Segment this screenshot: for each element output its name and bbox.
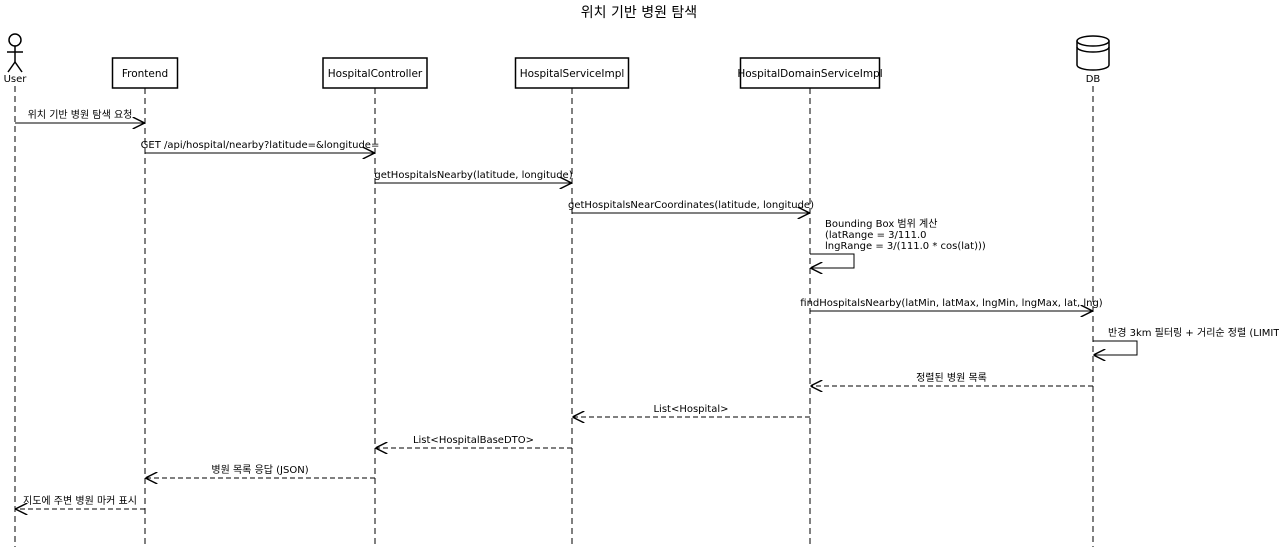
- self-message-arrow: [1093, 340, 1138, 355]
- participant-box: [739, 57, 881, 89]
- actor-icon: [7, 33, 23, 73]
- message-1: 위치 기반 병원 탐색 요청: [15, 108, 144, 123]
- participant-label: HospitalDomainServiceImpl: [737, 68, 882, 80]
- participant-db: DB: [1076, 35, 1110, 85]
- participant-label: HospitalServiceImpl: [520, 68, 625, 80]
- message-3: getHospitalsNearby(latitude, longitude): [374, 170, 573, 183]
- participant-label: User: [4, 74, 28, 85]
- message-label: Bounding Box 범위 계산: [825, 217, 937, 230]
- message-label: 병원 목록 응답 (JSON): [211, 464, 308, 476]
- participant-label: Frontend: [122, 68, 168, 80]
- message-label: 위치 기반 병원 탐색 요청: [28, 108, 133, 121]
- message-label: getHospitalsNearby(latitude, longitude): [374, 170, 572, 181]
- message-8: 정렬된 병원 목록: [811, 371, 1093, 386]
- message-label: List<HospitalBaseDTO>: [413, 435, 534, 446]
- lifelines: [14, 86, 1094, 547]
- message-label: getHospitalsNearCoordinates(latitude, lo…: [568, 200, 814, 211]
- participant-label: DB: [1086, 74, 1101, 85]
- database-icon: [1076, 35, 1110, 71]
- message-label: GET /api/hospital/nearby?latitude=&longi…: [141, 140, 380, 151]
- participant-box: [514, 57, 630, 89]
- message-label: 지도에 주변 병원 마커 표시: [23, 495, 137, 507]
- participant-box: [111, 57, 179, 89]
- message-5: Bounding Box 범위 계산(latRange = 3/111.0lng…: [810, 217, 986, 268]
- participant-frontend: Frontend: [111, 57, 179, 89]
- diagram-title: 위치 기반 병원 탐색: [581, 5, 697, 21]
- message-10: List<HospitalBaseDTO>: [376, 435, 572, 448]
- message-2: GET /api/hospital/nearby?latitude=&longi…: [141, 140, 380, 153]
- participant-service: HospitalServiceImpl: [514, 57, 630, 89]
- participants: User Frontend HospitalController HospitalSe…: [4, 33, 1110, 89]
- message-label: lngRange = 3/(111.0 * cos(lat))): [825, 241, 986, 252]
- participant-label: HospitalController: [328, 68, 423, 80]
- participant-user: User: [4, 33, 28, 85]
- participant-domain: HospitalDomainServiceImpl: [737, 57, 883, 89]
- self-message-arrow: [810, 253, 855, 268]
- message-label: 반경 3km 필터링 + 거리순 정렬 (LIMIT 100): [1108, 326, 1279, 339]
- participant-box: [322, 57, 428, 89]
- message-7: 반경 3km 필터링 + 거리순 정렬 (LIMIT 100): [1093, 326, 1279, 355]
- message-label: findHospitalsNearby(latMin, latMax, lngM…: [800, 298, 1103, 309]
- message-label: List<Hospital>: [653, 404, 728, 415]
- message-12: 지도에 주변 병원 마커 표시: [16, 495, 145, 509]
- message-label: (latRange = 3/111.0: [825, 230, 927, 241]
- message-6: findHospitalsNearby(latMin, latMax, lngM…: [800, 298, 1103, 311]
- message-9: List<Hospital>: [573, 404, 810, 417]
- participant-controller: HospitalController: [322, 57, 428, 89]
- message-label: 정렬된 병원 목록: [916, 371, 987, 384]
- messages: 위치 기반 병원 탐색 요청 GET /api/hospital/nearby?l…: [15, 108, 1279, 509]
- message-11: 병원 목록 응답 (JSON): [146, 464, 375, 478]
- message-4: getHospitalsNearCoordinates(latitude, lo…: [568, 200, 814, 213]
